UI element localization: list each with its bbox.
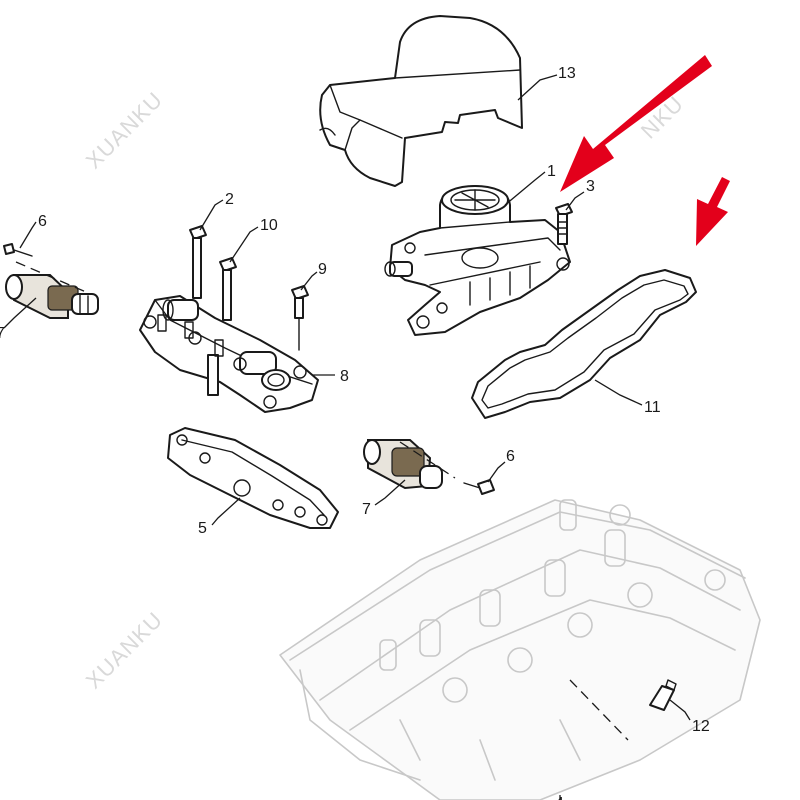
bolt-part-10 xyxy=(219,257,237,321)
red-arrow-large xyxy=(560,55,712,192)
callout-6-left: 6 xyxy=(38,213,47,230)
watermark-top-left: XUANKU xyxy=(81,87,168,174)
solenoid-valve-part-7-center xyxy=(363,439,456,490)
solenoid-valve-part-7-left xyxy=(5,261,99,319)
callout-7-left: 7 xyxy=(0,325,5,342)
callout-12: 12 xyxy=(692,718,710,735)
gasket-part-11 xyxy=(471,269,697,419)
red-arrow-small xyxy=(696,177,730,246)
callout-2: 2 xyxy=(225,191,234,208)
callout-5: 5 xyxy=(198,520,207,537)
gasket-part-5 xyxy=(167,427,339,529)
cylinder-head-part-4 xyxy=(279,499,761,800)
callout-8: 8 xyxy=(340,368,349,385)
callout-11: 11 xyxy=(644,399,661,416)
bolt-part-3 xyxy=(555,203,573,245)
callout-10: 10 xyxy=(260,217,278,234)
oil-separator-part-1 xyxy=(384,185,571,336)
watermark-bottom-left: XUANKU xyxy=(81,607,168,694)
bolt-part-6-left xyxy=(3,243,33,257)
callout-13: 13 xyxy=(558,65,576,82)
bolt-part-9 xyxy=(291,285,309,351)
leader-lines xyxy=(3,74,691,800)
callout-3: 3 xyxy=(586,178,595,195)
callout-6-center: 6 xyxy=(506,448,515,465)
callout-4: 4 xyxy=(555,795,564,800)
callout-1: 1 xyxy=(547,163,556,180)
sensor-part-12 xyxy=(569,679,677,741)
bolt-part-2 xyxy=(189,225,207,299)
engine-cover-part-13 xyxy=(319,15,523,187)
valve-housing-part-8 xyxy=(139,295,319,413)
callout-7-center: 7 xyxy=(362,501,371,518)
callout-9: 9 xyxy=(318,261,327,278)
bolt-part-6-center xyxy=(463,479,495,495)
